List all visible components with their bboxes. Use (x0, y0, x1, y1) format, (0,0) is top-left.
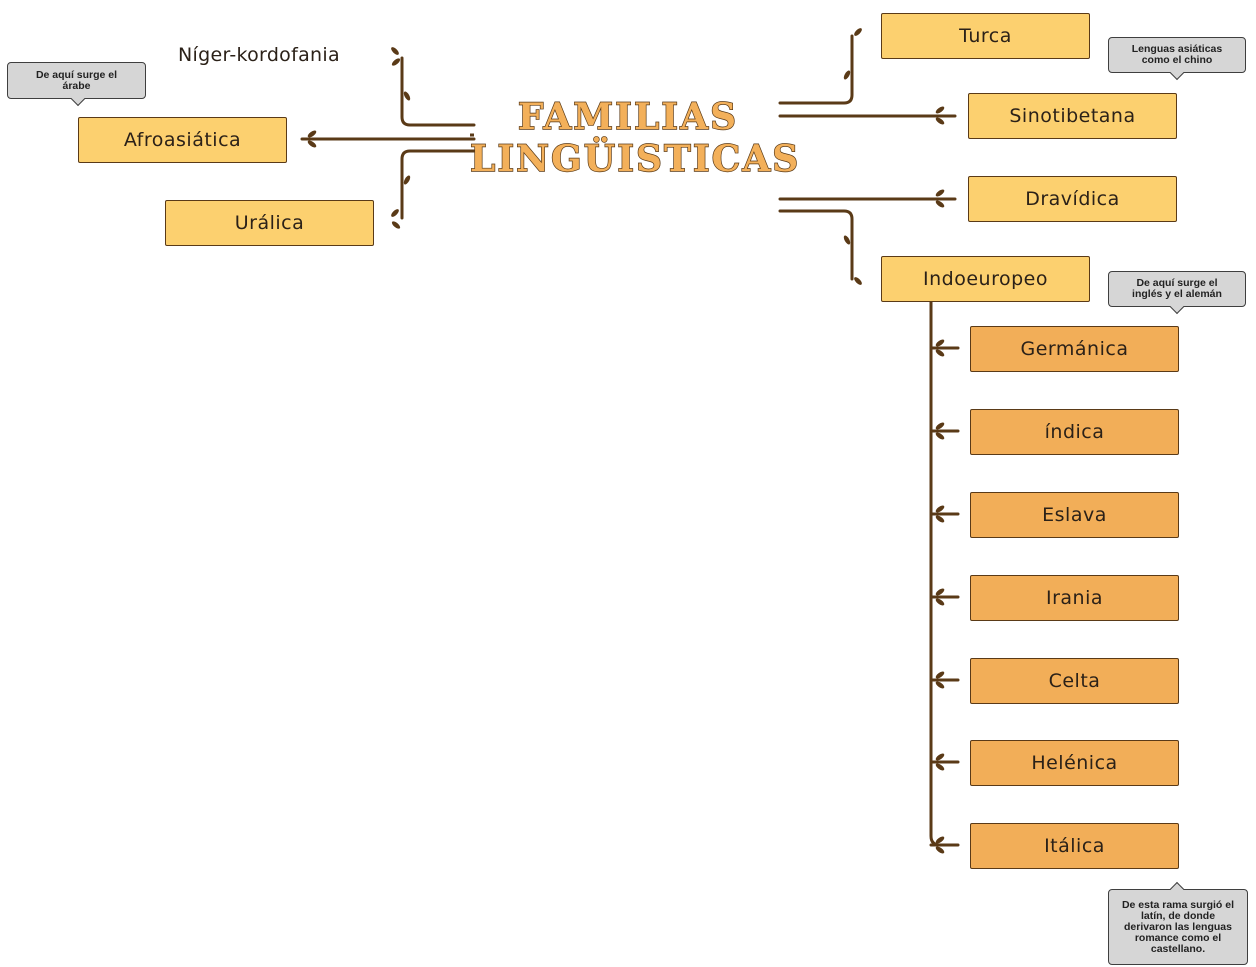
leaf-icon (935, 422, 945, 430)
leaf-icon (935, 753, 945, 761)
connector-niger (400, 56, 476, 127)
subtopic-italica[interactable]: Itálica (970, 823, 1179, 869)
topic-afroasiatica[interactable]: Afroasiática (78, 117, 287, 163)
topic-label: Indoeuropeo (923, 268, 1048, 290)
leaf-icon (935, 339, 945, 347)
leaf-icon (935, 598, 945, 606)
topic-label: Dravídica (1025, 188, 1120, 210)
callout-text: De aquí surge el inglés y el alemán (1132, 277, 1222, 300)
map-title: FAMILIAS LINGÜISTICAS (469, 95, 801, 180)
leaf-icon (935, 432, 945, 440)
leaf-icon (843, 235, 851, 245)
subtopic-eslava[interactable]: Eslava (970, 492, 1179, 538)
leaf-icon (403, 91, 411, 101)
leaf-icon (403, 175, 411, 185)
leaf-icon (935, 117, 945, 125)
connector-turca (778, 34, 854, 105)
topic-label: Turca (959, 25, 1012, 47)
leaf-icon (307, 130, 317, 138)
topic-niger-kordofania[interactable]: Níger-kordofania (178, 44, 340, 66)
leaf-icon (391, 221, 401, 229)
topic-label: Urálica (234, 212, 305, 234)
title-line-1: FAMILIAS (517, 95, 739, 138)
leaf-icon (935, 836, 945, 844)
leaf-icon (391, 47, 399, 55)
leaf-icon (935, 588, 945, 596)
subtopic-germanica[interactable]: Germánica (970, 326, 1179, 372)
subtopic-helenica[interactable]: Helénica (970, 740, 1179, 786)
subtopic-label: Helénica (1031, 752, 1118, 774)
leaf-icon (854, 277, 862, 285)
connector-indoeuropeo (778, 209, 854, 281)
leaf-icon (935, 671, 945, 679)
leaf-icon (854, 28, 862, 36)
topic-dravidica[interactable]: Dravídica (968, 176, 1177, 222)
topic-indoeuropeo[interactable]: Indoeuropeo (881, 256, 1090, 302)
leaf-icon (935, 189, 945, 197)
connector-indoeuropean-trunk (929, 300, 942, 847)
leaf-icon (307, 140, 317, 148)
leaf-icon (935, 505, 945, 513)
subtopic-label: índica (1044, 421, 1105, 443)
topic-label: Sinotibetana (1009, 105, 1136, 127)
callout-text: De esta rama surgió el latín, de donde d… (1121, 898, 1235, 955)
leaf-icon (935, 200, 945, 208)
leaf-icon (843, 70, 851, 80)
callout-text: Lenguas asiáticas como el chino (1131, 43, 1223, 66)
leaf-icon (935, 763, 945, 771)
subtopic-celta[interactable]: Celta (970, 658, 1179, 704)
subtopic-label: Celta (1048, 670, 1101, 692)
topic-turca[interactable]: Turca (881, 13, 1090, 59)
leaf-icon (935, 349, 945, 357)
subtopic-label: Irania (1045, 587, 1104, 609)
topic-label: Afroasiática (123, 129, 242, 151)
topic-uralica[interactable]: Urálica (165, 200, 374, 246)
subtopic-indica[interactable]: índica (970, 409, 1179, 455)
connector-uralica (400, 149, 476, 220)
leaf-icon (935, 681, 945, 689)
callout-ingles[interactable]: De aquí surge el inglés y el alemán (1108, 271, 1246, 307)
callout-chino[interactable]: Lenguas asiáticas como el chino (1108, 37, 1246, 73)
title-line-2: LINGÜISTICAS (469, 137, 801, 180)
subtopic-label: Eslava (1042, 504, 1107, 526)
leaf-icon (391, 58, 401, 66)
callout-text: De aquí surge el árabe (35, 68, 118, 92)
callout-latin[interactable]: De esta rama surgió el latín, de donde d… (1108, 889, 1248, 965)
callout-arabe[interactable]: De aquí surge el árabe (7, 62, 146, 99)
leaf-icon (935, 515, 945, 523)
topic-sinotibetana[interactable]: Sinotibetana (968, 93, 1177, 139)
leaf-icon (391, 209, 399, 217)
leaf-icon (935, 106, 945, 114)
subtopic-label: Germánica (1020, 338, 1129, 360)
subtopic-label: Itálica (1044, 835, 1105, 857)
subtopic-irania[interactable]: Irania (970, 575, 1179, 621)
leaf-icon (935, 846, 945, 854)
